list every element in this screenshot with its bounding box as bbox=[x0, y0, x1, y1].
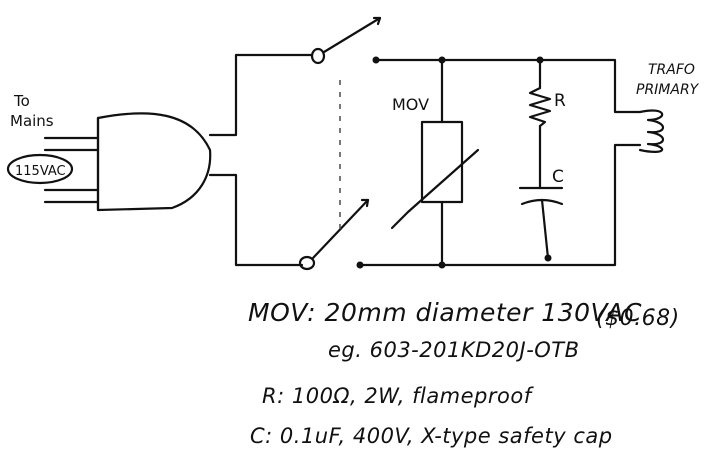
voltage-label: 115VAC bbox=[15, 164, 66, 179]
circuit-labels: To Mains 115VAC MOV R C TRAFO PRIMARY bbox=[6, 62, 700, 187]
capacitor-spec-note: C: 0.1uF, 400V, X-type safety cap bbox=[250, 424, 613, 448]
mov-spec-note: MOV: 20mm diameter 130VAC bbox=[248, 298, 642, 327]
resistor-label: R bbox=[554, 91, 566, 111]
input-wires bbox=[208, 53, 314, 267]
mains-plug bbox=[43, 112, 212, 212]
mov-label: MOV bbox=[392, 95, 429, 114]
mov-varistor bbox=[390, 58, 480, 267]
capacitor-label: C bbox=[552, 167, 564, 187]
voltage-badge bbox=[6, 153, 74, 185]
trafo-label-2: PRIMARY bbox=[636, 82, 700, 98]
trafo-label: TRAFO bbox=[648, 62, 695, 78]
rc-snubber bbox=[518, 58, 564, 260]
to-mains-label: To bbox=[13, 92, 30, 110]
trafo-coil bbox=[638, 109, 665, 153]
circuit-rails bbox=[358, 56, 642, 269]
to-mains-label-2: Mains bbox=[10, 112, 54, 130]
mov-part-number: eg. 603-201KD20J-OTB bbox=[328, 338, 580, 362]
double-pole-switch bbox=[298, 16, 382, 271]
mov-price: ($0.68) bbox=[596, 306, 680, 331]
resistor-spec-note: R: 100Ω, 2W, flameproof bbox=[262, 384, 532, 408]
